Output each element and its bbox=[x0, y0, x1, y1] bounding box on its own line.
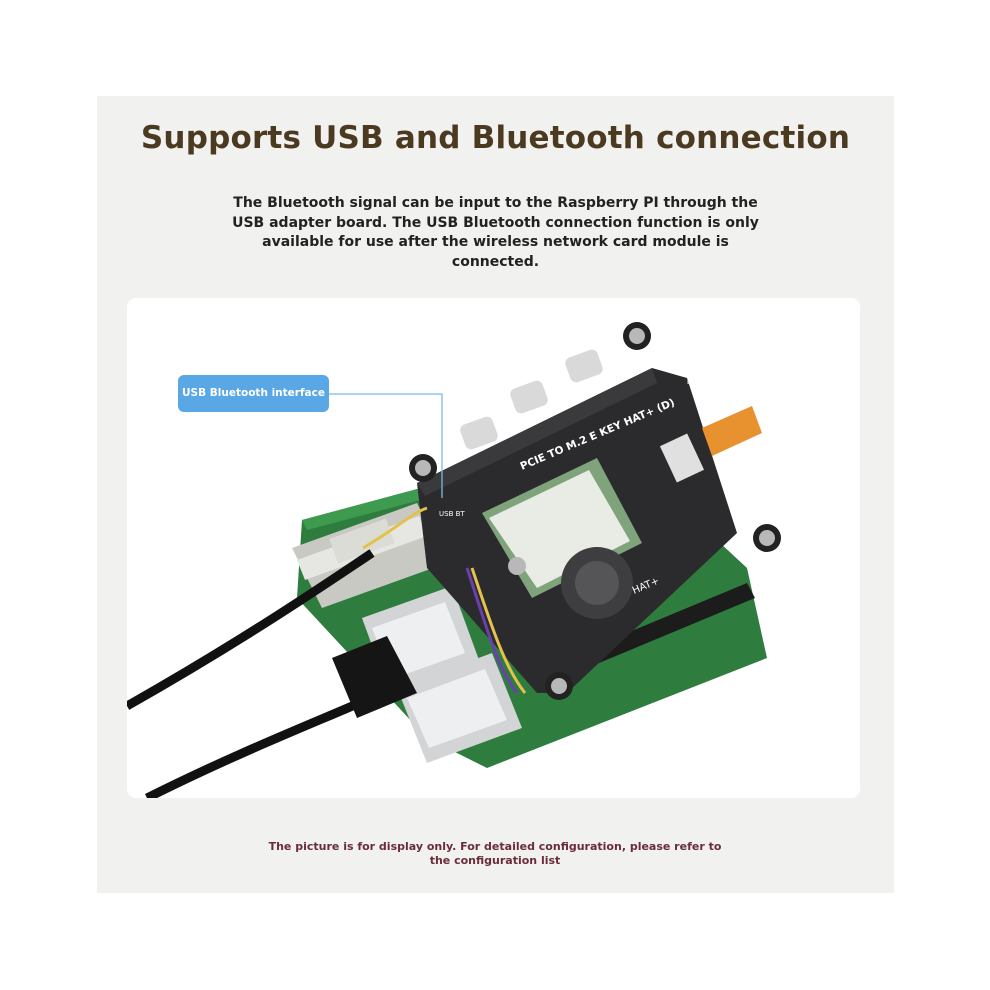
product-photo: PCIE TO M.2 E KEY HAT+ (D) USB BT HAT+ P… bbox=[127, 322, 781, 798]
pcie-hat-board bbox=[409, 322, 781, 700]
heading: Supports USB and Bluetooth connection bbox=[140, 120, 851, 156]
usb-bt-label: USB BT bbox=[439, 510, 465, 518]
usb-ports bbox=[362, 586, 522, 763]
usb-cable bbox=[127, 506, 527, 798]
usb-bluetooth-callout: USB Bluetooth interface bbox=[178, 375, 329, 412]
product-photo-card: PCIE TO M.2 E KEY HAT+ (D) USB BT HAT+ P… bbox=[127, 298, 860, 798]
led1-label: LED1 bbox=[687, 379, 703, 386]
description: The Bluetooth signal can be input to the… bbox=[232, 195, 759, 270]
product-panel: Supports USB and Bluetooth connection Th… bbox=[97, 96, 894, 893]
pwr-label: PWR bbox=[675, 362, 689, 369]
footnote: The picture is for display only. For det… bbox=[268, 840, 722, 867]
callout-leader-line bbox=[329, 393, 443, 498]
hat-usb-connectors bbox=[460, 349, 603, 450]
